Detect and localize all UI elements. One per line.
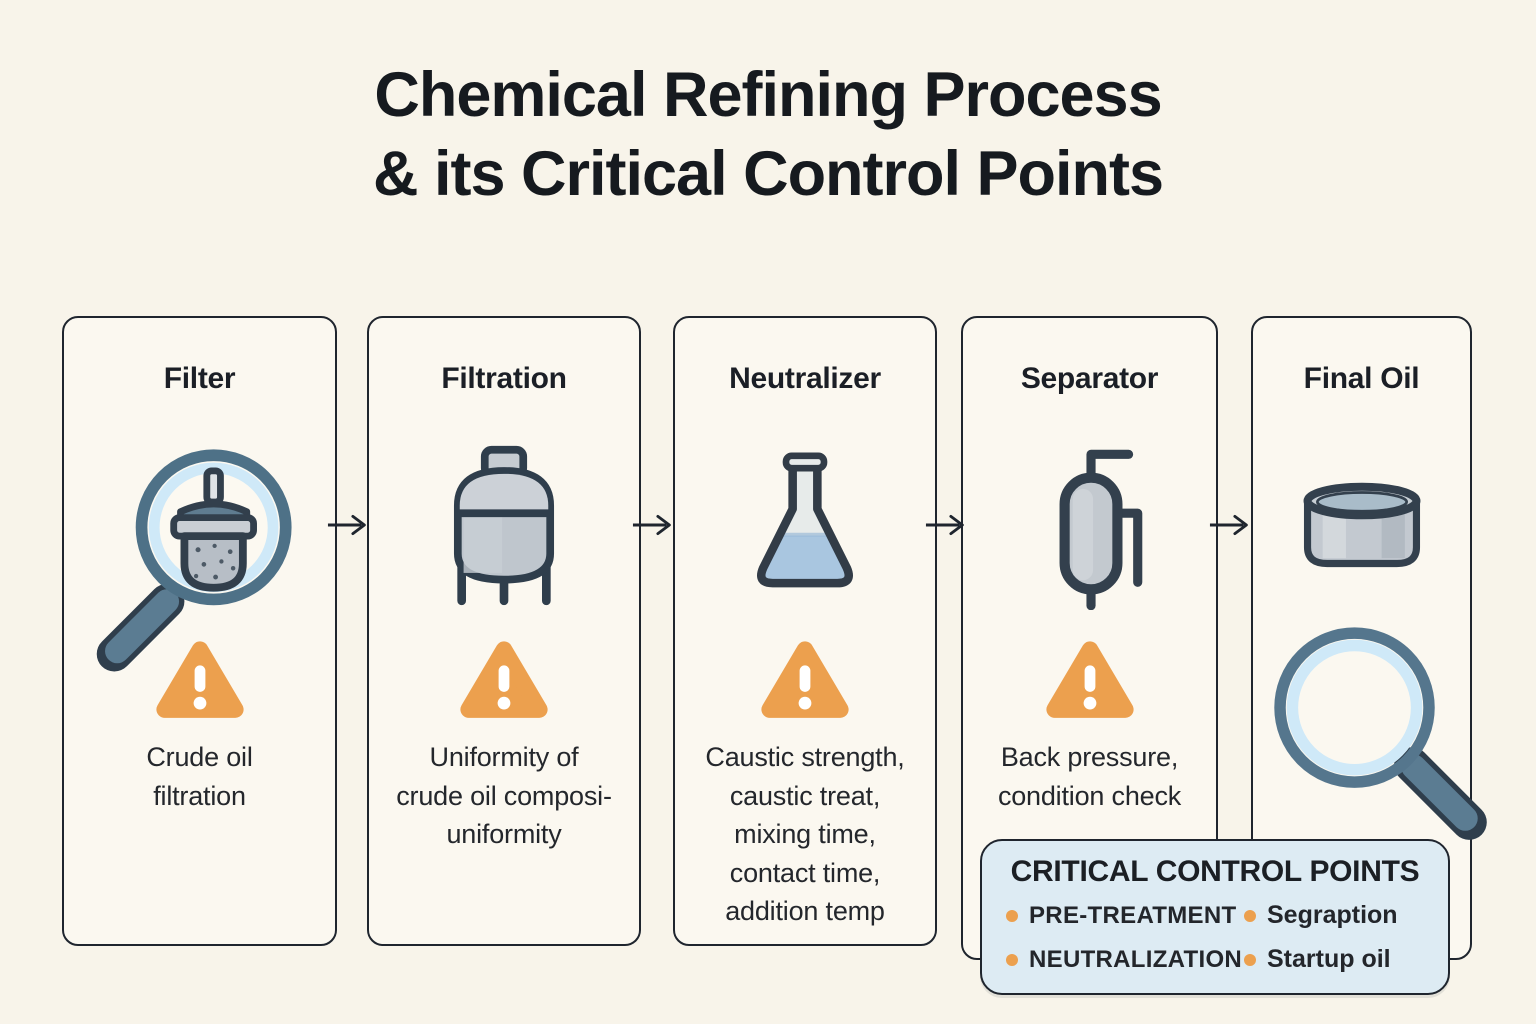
oil-container-icon bbox=[1303, 482, 1420, 568]
ccp-item-label: NEUTRALIZATION bbox=[1029, 945, 1243, 973]
caution-text: Back pressure, condition check bbox=[997, 742, 1182, 811]
warning-icon bbox=[761, 641, 849, 718]
card-filtration: Filtration Uniformity of crude oil compo… bbox=[367, 316, 641, 946]
ccp-item-label: PRE-TREATMENT bbox=[1029, 901, 1237, 929]
flow-arrow-icon bbox=[925, 514, 964, 536]
separator-vessel-icon bbox=[1059, 449, 1142, 610]
ccp-item-segraption: Segraption bbox=[1244, 897, 1448, 934]
critical-control-points-panel: CRITICAL CONTROL POINTS PRE-TREATMENT Se… bbox=[980, 839, 1450, 995]
card-title: Separator bbox=[1020, 362, 1159, 395]
card-neutralizer: Neutralizer Caustic strength, caustic tr… bbox=[673, 316, 937, 946]
flow-arrow-icon bbox=[1209, 514, 1248, 536]
bullet-dot-icon bbox=[1006, 909, 1018, 922]
warning-icon bbox=[155, 641, 244, 718]
flow-arrow-icon bbox=[327, 514, 366, 536]
caution-text: Caustic strength, caustic treat, mixing … bbox=[705, 742, 905, 927]
flow-arrow-icon bbox=[632, 514, 671, 536]
page-title: Chemical Refining Process & its Critical… bbox=[372, 60, 1164, 210]
ccp-item-pre-treatment: PRE-TREATMENT bbox=[1006, 897, 1244, 934]
card-filter: Filter Crude oil filtration bbox=[62, 316, 337, 946]
magnifier-icon bbox=[1274, 627, 1487, 840]
magnifier-strainer-icon bbox=[96, 449, 292, 672]
card-title: Filter bbox=[163, 362, 236, 395]
panel-title: CRITICAL CONTROL POINTS bbox=[1010, 855, 1420, 888]
ccp-list: PRE-TREATMENT Segraption NEUTRALIZATION … bbox=[982, 897, 1448, 978]
card-title: Filtration bbox=[441, 362, 567, 395]
ccp-item-label: Segraption bbox=[1267, 901, 1398, 929]
flask-icon bbox=[757, 452, 853, 588]
card-title: Neutralizer bbox=[729, 362, 881, 395]
caution-text: Uniformity of crude oil composi- uniform… bbox=[396, 742, 612, 850]
card-title: Final Oil bbox=[1303, 362, 1420, 395]
caution-text: Crude oil filtration bbox=[146, 742, 253, 811]
bullet-dot-icon bbox=[1006, 953, 1018, 966]
ccp-item-neutralization: NEUTRALIZATION bbox=[1006, 941, 1244, 978]
storage-tank-icon bbox=[453, 445, 555, 606]
bullet-dot-icon bbox=[1244, 953, 1256, 966]
ccp-item-startup-oil: Startup oil bbox=[1244, 941, 1448, 978]
warning-icon bbox=[460, 641, 548, 718]
warning-icon bbox=[1045, 641, 1134, 718]
bullet-dot-icon bbox=[1244, 909, 1256, 922]
ccp-item-label: Startup oil bbox=[1267, 945, 1391, 973]
